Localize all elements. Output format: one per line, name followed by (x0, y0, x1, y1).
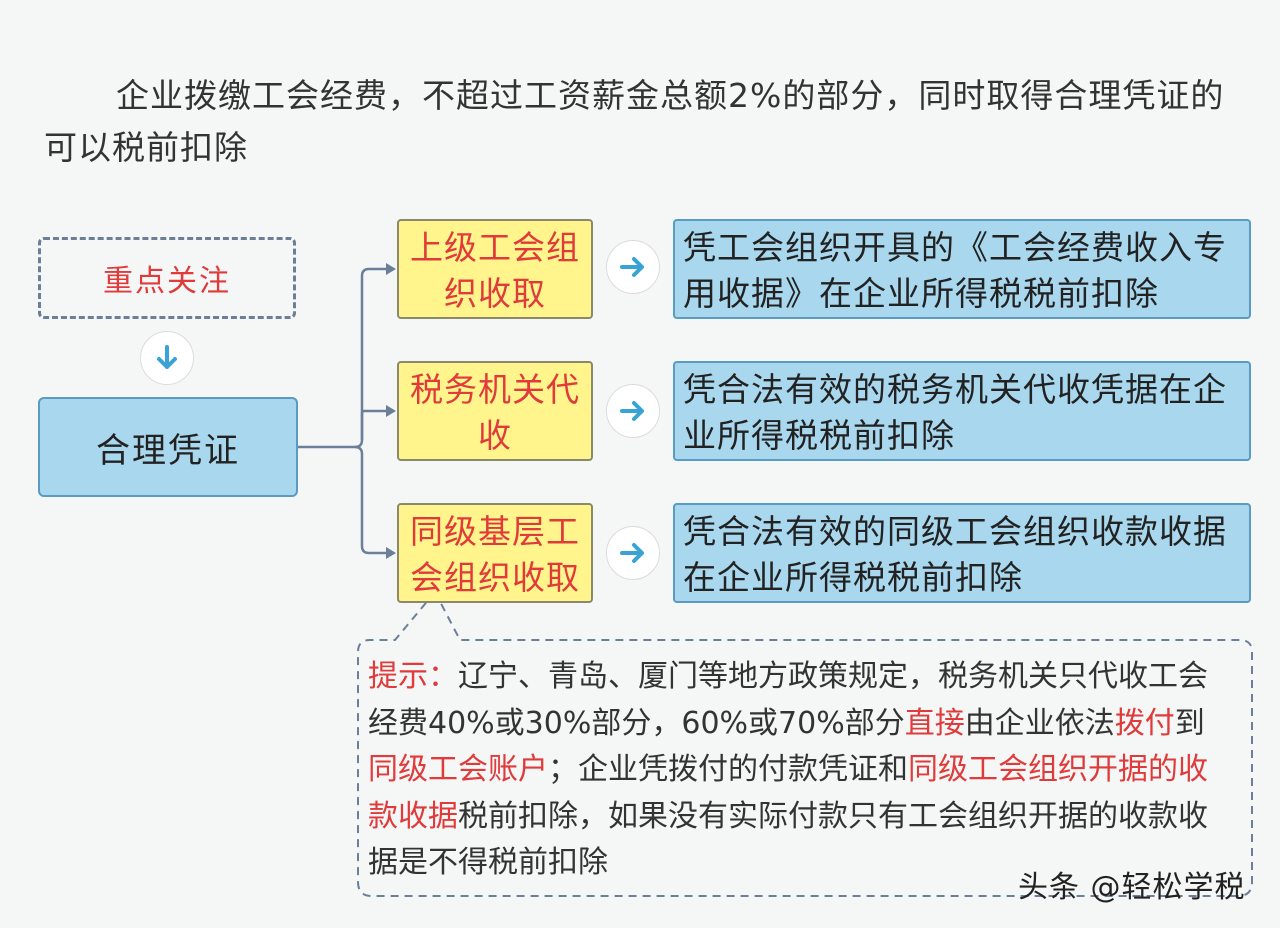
tip-segment: 辽宁、青岛、厦门等地方政策规定，税务机关只代收工会经费40%或30%部分，60%… (368, 659, 1208, 741)
tip-segment: 到 (1174, 705, 1205, 741)
branch-source-3: 同级基层工会组织收取 (397, 503, 593, 603)
tip-highlight: 拨付 (1114, 705, 1175, 741)
tip-highlight: 同级工会账户 (368, 752, 548, 787)
branch-detail-3: 凭合法有效的同级工会组织收款收据在企业所得税税前扣除 (673, 503, 1251, 603)
watermark: 头条 @轻松学税 (1018, 870, 1246, 905)
branch-detail-2: 凭合法有效的税务机关代收凭据在企业所得税税前扣除 (673, 361, 1251, 461)
arrow-right-icon (606, 526, 660, 580)
root-box: 合理凭证 (38, 397, 298, 497)
tip-segment: 税前扣除，如果没有实际付款只有工会组织开据的收款收据是不得税前扣除 (368, 798, 1208, 881)
arrow-right-icon (606, 384, 660, 438)
tip-segment: ；企业凭拨付的付款凭证和 (548, 752, 908, 787)
branch-source-1: 上级工会组织收取 (397, 219, 593, 319)
tip-segment: 由企业依法 (964, 705, 1115, 741)
branch-source-2: 税务机关代收 (397, 361, 593, 461)
branch-detail-1: 凭工会组织开具的《工会经费收入专用收据》在企业所得税税前扣除 (673, 219, 1251, 319)
focus-box: 重点关注 (38, 237, 296, 319)
tip-text: 提示：辽宁、青岛、厦门等地方政策规定，税务机关只代收工会经费40%或30%部分，… (368, 654, 1228, 887)
tip-highlight: 同级工会组织开据的收款收据 (368, 752, 1208, 834)
intro-text: 企业拨缴工会经费，不超过工资薪金总额2%的部分，同时取得合理凭证的可以税前扣除 (44, 76, 1225, 167)
tip-label: 提示： (368, 659, 458, 694)
tip-highlight: 直接 (904, 705, 965, 741)
arrow-right-icon (606, 240, 660, 294)
arrow-down-icon (140, 331, 194, 385)
